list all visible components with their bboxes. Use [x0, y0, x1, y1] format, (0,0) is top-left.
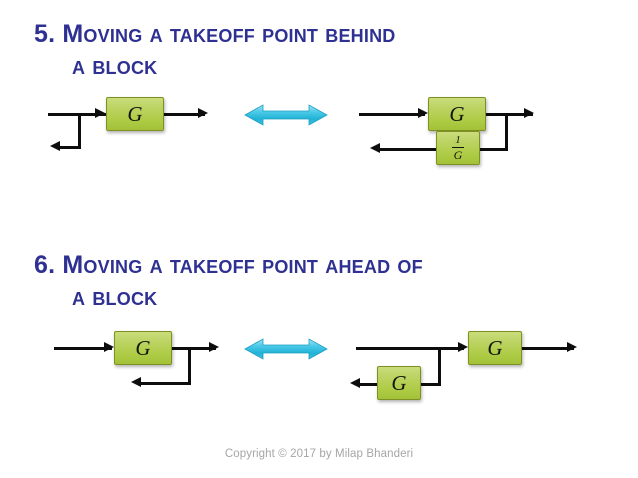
takeoff-horizontal: [139, 382, 191, 385]
output-line: [522, 347, 574, 350]
branch-line-to-inverse-block: [478, 148, 508, 151]
section-6-title-line2: a block: [72, 283, 158, 311]
block-g-main: G: [468, 331, 522, 365]
arrow-into-block: [104, 342, 114, 352]
input-line: [356, 347, 464, 350]
output-line: [486, 113, 533, 116]
equivalence-arrow-5: [243, 102, 329, 133]
branch-line-to-block: [417, 383, 441, 386]
branch-output-line: [358, 383, 379, 386]
arrow-output: [524, 108, 534, 118]
section-6-diagram: G: [0, 322, 638, 434]
section-5-title-line1: 5. Moving a takeoff point behind: [34, 20, 396, 48]
section-6-title-line1: 6. Moving a takeoff point ahead of: [34, 251, 423, 279]
fraction-one-over-g: 1 G: [452, 134, 464, 162]
takeoff-vertical: [438, 347, 441, 386]
arrow-output: [198, 108, 208, 118]
input-line: [54, 347, 112, 350]
block-g: G: [106, 97, 164, 131]
arrow-takeoff: [50, 141, 60, 151]
arrow-output: [209, 342, 219, 352]
equivalence-arrow-6: [243, 336, 329, 367]
section-6-number: 6.: [34, 251, 56, 279]
section-5-diagram: G: [0, 88, 638, 198]
takeoff-vertical: [188, 347, 191, 385]
footer-copyright: Copyright © 2017 by Milap Bhanderi: [224, 448, 414, 460]
arrow-into-block: [418, 108, 428, 118]
takeoff-vertical: [505, 113, 508, 151]
block-g-branch: G: [377, 366, 421, 400]
block-g: G: [114, 331, 172, 365]
arrow-into-block: [95, 108, 105, 118]
arrow-branch-output: [350, 378, 360, 388]
output-line: [172, 347, 216, 350]
takeoff-vertical: [78, 113, 81, 149]
section-5-number: 5.: [34, 20, 56, 48]
section-6-heading: 6. Moving a takeoff point ahead of a blo…: [34, 249, 614, 313]
input-line: [48, 113, 106, 116]
block-one-over-g: 1 G: [436, 131, 480, 165]
arrow-output: [567, 342, 577, 352]
arrow-branch-output: [370, 143, 380, 153]
arrow-takeoff: [131, 377, 141, 387]
section-5-title-line2: a block: [72, 52, 158, 80]
arrow-into-block: [458, 342, 468, 352]
block-g: G: [428, 97, 486, 131]
output-line: [164, 113, 205, 116]
section-5-heading: 5. Moving a takeoff point behind a block: [34, 18, 614, 82]
branch-output-line: [378, 148, 436, 151]
input-line: [359, 113, 425, 116]
takeoff-horizontal: [58, 146, 81, 149]
